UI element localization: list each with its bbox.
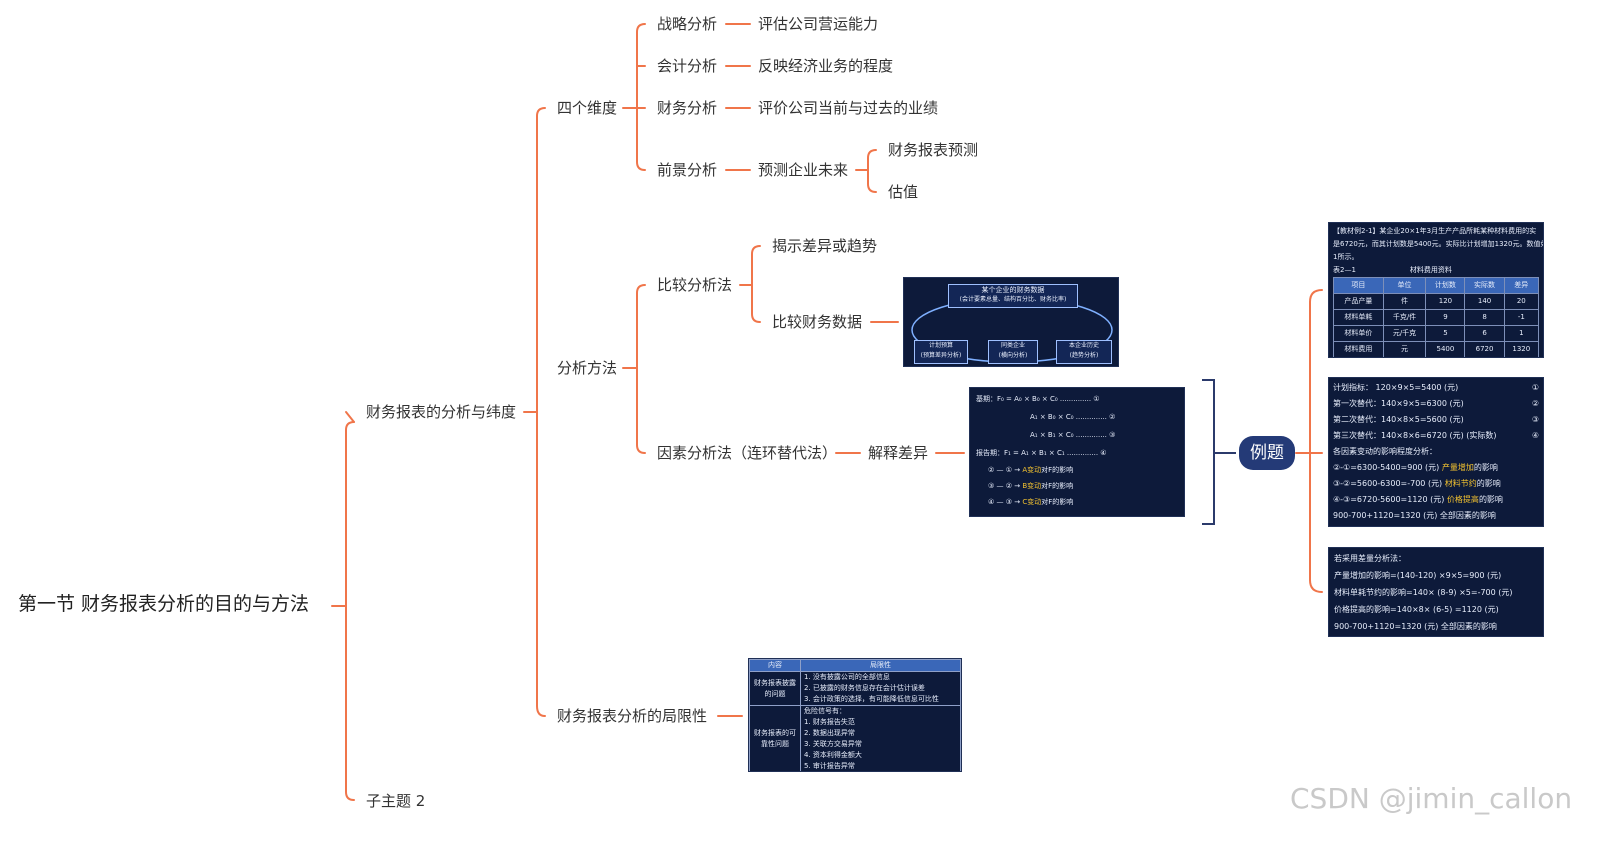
dim-prospect[interactable]: 前景分析 bbox=[657, 161, 718, 179]
compare-box-peer-a: 同类企业 bbox=[1000, 342, 1025, 349]
table-header: 局限性 bbox=[800, 659, 961, 672]
example2-heading: 各因素变动的影响程度分析： bbox=[1333, 447, 1437, 456]
example2-effect: ④-③=6720-5600=1120 (元) 价格提高的影响 bbox=[1333, 495, 1503, 504]
topic-limitations[interactable]: 财务报表分析的局限性 bbox=[557, 707, 708, 725]
compare-box-plan: 计划预算 (预算差异分析) bbox=[914, 340, 968, 364]
compare-top-box: 某个企业的财务数据 (会计要素总量、结构百分比、财务比率) bbox=[948, 284, 1078, 308]
compare-top-line2: (会计要素总量、结构百分比、财务比率) bbox=[959, 296, 1067, 303]
compare-top-line1: 某个企业的财务数据 bbox=[981, 286, 1045, 294]
table-header: 内容 bbox=[749, 659, 801, 672]
table-header: 项目 bbox=[1333, 277, 1384, 294]
table-header: 计划数 bbox=[1425, 277, 1466, 294]
table-header: 单位 bbox=[1382, 277, 1427, 294]
compare-box-history-b: (趋势分析) bbox=[1069, 352, 1099, 359]
factor-report: 报告期：F₁ = A₁ × B₁ × C₁ .............. ④ bbox=[976, 449, 1107, 457]
dim-financial[interactable]: 财务分析 bbox=[657, 99, 718, 117]
dim-strategy[interactable]: 战略分析 bbox=[657, 15, 718, 33]
example3-line: 价格提高的影响=140×8× (6-5) =1120 (元) bbox=[1334, 605, 1499, 614]
compare-data[interactable]: 比较财务数据 bbox=[772, 313, 863, 331]
compare-diagram-image: 某个企业的财务数据 (会计要素总量、结构百分比、财务比率) 计划预算 (预算差异… bbox=[903, 277, 1119, 367]
example2-line: 第三次替代：140×8×6=6720 (元) (实际数)④ bbox=[1333, 431, 1539, 440]
example3-line: 900-700+1120=1320 (元) 全部因素的影响 bbox=[1334, 622, 1497, 631]
factor-base: 基期：F₀ = A₀ × B₀ × C₀ .............. ① bbox=[976, 395, 1100, 403]
example-button[interactable]: 例题 bbox=[1239, 436, 1295, 470]
topic-analysis-dimensions[interactable]: 财务报表的分析与纬度 bbox=[366, 403, 517, 421]
example2-total: 900-700+1120=1320 (元) 全部因素的影响 bbox=[1333, 511, 1496, 520]
example2-line: 第一次替代：140×9×5=6300 (元)② bbox=[1333, 399, 1539, 408]
method-compare[interactable]: 比较分析法 bbox=[657, 276, 733, 294]
dim-financial-desc[interactable]: 评价公司当前与过去的业绩 bbox=[758, 99, 939, 117]
example2-line: 计划指标： 120×9×5=5400 (元)① bbox=[1333, 383, 1539, 392]
example3-line: 产量增加的影响=(140-120) ×9×5=900 (元) bbox=[1334, 571, 1502, 580]
factor-explain[interactable]: 解释差异 bbox=[868, 444, 929, 462]
example1-line1: 【教材例2-1】某企业20×1年3月生产产品所耗某种材料费用的实 bbox=[1333, 227, 1537, 235]
dim-prospect-desc[interactable]: 预测企业未来 bbox=[758, 161, 849, 179]
table-row: 财务报表的可靠性问题 危险信号有： 1. 财务报告失范 2. 数据出现异常 3.… bbox=[749, 705, 961, 771]
example3-line: 若采用差量分析法： bbox=[1334, 554, 1406, 563]
compare-box-peer-b: (横向分析) bbox=[998, 352, 1028, 359]
compare-box-plan-a: 计划预算 bbox=[928, 342, 953, 349]
compare-box-history: 本企业历史 (趋势分析) bbox=[1056, 340, 1112, 364]
table-row: 财务报表披露的问题 1. 没有披露公司的全部信息 2. 已披露的财务信息存在会计… bbox=[749, 671, 961, 706]
factor-diagram-image: 基期：F₀ = A₀ × B₀ × C₀ .............. ① A₁… bbox=[969, 387, 1185, 517]
dim-accounting-desc[interactable]: 反映经济业务的程度 bbox=[758, 57, 894, 75]
dim-accounting[interactable]: 会计分析 bbox=[657, 57, 718, 75]
table-header: 差异 bbox=[1503, 277, 1540, 294]
factor-effect-b: ③ — ② → B变动对F的影响 bbox=[988, 482, 1074, 490]
compare-box-peer: 同类企业 (横向分析) bbox=[988, 340, 1038, 364]
example3-image: 若采用差量分析法： 产量增加的影响=(140-120) ×9×5=900 (元)… bbox=[1328, 547, 1544, 637]
example2-image: 计划指标： 120×9×5=5400 (元)① 第一次替代：140×9×5=63… bbox=[1328, 377, 1544, 527]
example2-line: 第二次替代：140×8×5=5600 (元)③ bbox=[1333, 415, 1539, 424]
example2-effect: ③-②=5600-6300=-700 (元) 材料节约的影响 bbox=[1333, 479, 1501, 488]
example1-line3: 1所示。 bbox=[1333, 253, 1359, 261]
example1-line2: 是6720元，而其计划数是5400元。实际比计划增加1320元。数值如 bbox=[1333, 240, 1544, 248]
example3-line: 材料单耗节约的影响=140× (8-9) ×5=-700 (元) bbox=[1334, 588, 1513, 597]
compare-box-plan-b: (预算差异分析) bbox=[920, 352, 962, 359]
method-factor[interactable]: 因素分析法（连环替代法） bbox=[657, 444, 838, 462]
dim-strategy-desc[interactable]: 评估公司营运能力 bbox=[758, 15, 879, 33]
factor-r3: A₁ × B₁ × C₀ .............. ③ bbox=[1030, 431, 1116, 439]
compare-box-history-a: 本企业历史 bbox=[1068, 342, 1099, 349]
limitations-table: 内容局限性 财务报表披露的问题 1. 没有披露公司的全部信息 2. 已披露的财务… bbox=[749, 659, 961, 771]
factor-r2: A₁ × B₀ × C₀ .............. ② bbox=[1030, 413, 1116, 421]
example1-image: 【教材例2-1】某企业20×1年3月生产产品所耗某种材料费用的实 是6720元，… bbox=[1328, 222, 1544, 358]
table-header: 实际数 bbox=[1464, 277, 1505, 294]
watermark: CSDN @jimin_callon bbox=[1290, 782, 1573, 815]
compare-reveal[interactable]: 揭示差异或趋势 bbox=[772, 237, 878, 255]
topic-analysis-methods[interactable]: 分析方法 bbox=[557, 359, 618, 377]
factor-effect-a: ② — ① → A变动对F的影响 bbox=[988, 466, 1074, 474]
example2-effect: ②-①=6300-5400=900 (元) 产量增加的影响 bbox=[1333, 463, 1498, 472]
prospect-forecast[interactable]: 财务报表预测 bbox=[888, 141, 979, 159]
topic-subtopic-2[interactable]: 子主题 2 bbox=[366, 792, 426, 810]
topic-four-dimensions[interactable]: 四个维度 bbox=[557, 99, 618, 117]
example1-caption-left: 表2—1 bbox=[1333, 266, 1356, 274]
example1-caption: 材料费用资料 bbox=[1409, 266, 1452, 274]
root-topic[interactable]: 第一节 财务报表分析的目的与方法 bbox=[18, 593, 310, 615]
example1-caption-row: 表2—1 材料费用资料 bbox=[1333, 264, 1539, 277]
limitations-image: 内容局限性 财务报表披露的问题 1. 没有披露公司的全部信息 2. 已披露的财务… bbox=[748, 658, 962, 772]
factor-effect-c: ④ — ③ → C变动对F的影响 bbox=[988, 498, 1074, 506]
prospect-valuation[interactable]: 估值 bbox=[888, 183, 919, 201]
